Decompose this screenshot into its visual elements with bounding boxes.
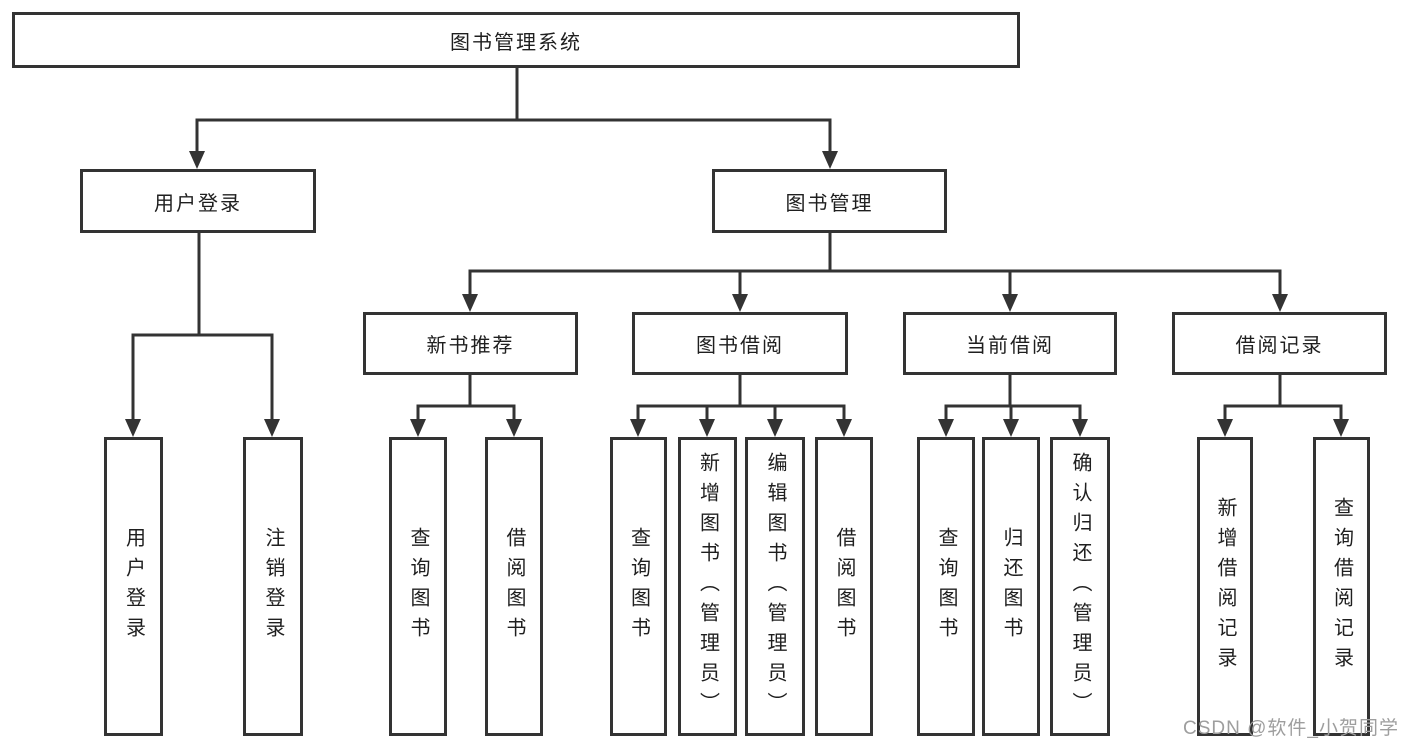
node-new-book-recommend: 新书推荐	[363, 312, 578, 375]
node-leaf-borrow-books-recommend: 借阅图书	[485, 437, 543, 736]
node-leaf-label: 归还图书	[1000, 526, 1022, 647]
node-leaf-label: 新增借阅记录	[1214, 496, 1236, 677]
node-book-management: 图书管理	[712, 169, 947, 233]
node-leaf-label: 查询图书	[935, 526, 957, 647]
node-leaf-label: 查询图书	[407, 526, 429, 647]
node-leaf-user-login: 用户登录	[104, 437, 163, 736]
node-leaf-label: 新增图书（管理员）	[696, 451, 719, 722]
node-leaf-label: 编辑图书（管理员）	[764, 451, 786, 722]
node-leaf-query-borrow-record: 查询借阅记录	[1313, 437, 1370, 736]
node-leaf-label: 查询图书	[627, 526, 650, 647]
node-leaf-label: 查询借阅记录	[1330, 496, 1353, 677]
node-root-library-system: 图书管理系统	[12, 12, 1020, 68]
node-leaf-label: 用户登录	[122, 526, 145, 647]
node-leaf-edit-books-admin: 编辑图书（管理员）	[745, 437, 805, 736]
node-leaf-logout: 注销登录	[243, 437, 303, 736]
watermark: CSDN @软件_小贺同学	[1183, 718, 1399, 739]
node-leaf-add-borrow-record: 新增借阅记录	[1197, 437, 1253, 736]
node-leaf-label: 注销登录	[262, 526, 284, 647]
node-book-borrowing: 图书借阅	[632, 312, 848, 375]
node-leaf-add-books-admin: 新增图书（管理员）	[678, 437, 737, 736]
connector-lines	[131, 68, 1343, 422]
node-leaf-return-books: 归还图书	[982, 437, 1040, 736]
node-leaf-label: 借阅图书	[503, 526, 525, 647]
node-leaf-confirm-return-admin: 确认归还（管理员）	[1050, 437, 1110, 736]
node-leaf-label: 借阅图书	[833, 526, 855, 647]
node-leaf-query-books-borrowing: 查询图书	[610, 437, 667, 736]
node-borrowing-records: 借阅记录	[1172, 312, 1387, 375]
node-leaf-borrow-books: 借阅图书	[815, 437, 873, 736]
node-leaf-label: 确认归还（管理员）	[1069, 451, 1091, 722]
node-user-login: 用户登录	[80, 169, 316, 233]
arrowhead-icons	[125, 151, 1349, 437]
node-current-borrowing: 当前借阅	[903, 312, 1117, 375]
node-leaf-query-books-current: 查询图书	[917, 437, 975, 736]
node-leaf-query-books-recommend: 查询图书	[389, 437, 447, 736]
